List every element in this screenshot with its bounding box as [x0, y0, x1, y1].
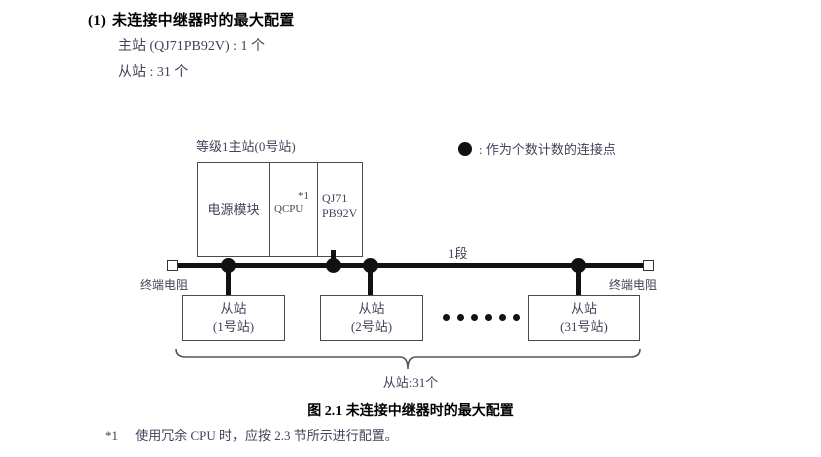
slave-group-brace-label: 从站:31个 [382, 375, 439, 390]
brace-icon [175, 348, 641, 370]
slave-count-line: 从站 : 31 个 [118, 65, 189, 80]
slave-station-box-1: 从站 (1号站) [182, 295, 285, 341]
master-module-rack: 电源模块 QCPU *1 QJ71 PB92V [197, 162, 363, 257]
qcpu-module-label: QCPU [274, 203, 304, 215]
slave-station-box-2: 从站 (2号站) [320, 295, 423, 341]
slave-station-number: (1号站) [212, 319, 255, 334]
drop-line-slave-1 [226, 265, 231, 296]
power-supply-module-label: 电源模块 [207, 202, 260, 217]
slave-station-number: (2号站) [350, 319, 393, 334]
drop-line-master [331, 250, 336, 266]
ellipsis-dot [457, 314, 464, 321]
filled-circle-icon [458, 141, 472, 156]
qj71pb92v-label-line1: QJ71 [322, 191, 348, 205]
terminator-left-icon [167, 260, 178, 271]
ellipsis-dots [443, 314, 520, 321]
footnote-text: 使用冗余 CPU 时，应按 2.3 节所示进行配置。 [135, 428, 398, 443]
section-title: 未连接中继器时的最大配置 [112, 13, 295, 29]
qj71pb92v-label-line2: PB92V [322, 206, 358, 220]
master-station-label: 等级1主站(0号站) [196, 139, 296, 154]
slave-station-name: 从站 [220, 301, 247, 316]
qcpu-footnote-mark: *1 [298, 190, 309, 202]
section-heading: (1) 未连接中继器时的最大配置 [88, 9, 294, 30]
qcpu-module-cell: QCPU *1 [270, 163, 318, 256]
slave-station-name: 从站 [570, 301, 597, 316]
ellipsis-dot [471, 314, 478, 321]
legend: : 作为个数计数的连接点 [458, 139, 616, 158]
section-number: (1) [88, 13, 107, 29]
footnote: *1 使用冗余 CPU 时，应按 2.3 节所示进行配置。 [105, 425, 398, 444]
power-supply-module-cell: 电源模块 [198, 163, 270, 256]
drop-line-slave-3 [576, 265, 581, 296]
bus-trunk-line [175, 263, 647, 268]
slave-station-number: (31号站) [560, 319, 608, 334]
qj71pb92v-module-cell: QJ71 PB92V [318, 163, 364, 256]
figure-caption: 图 2.1 未连接中继器时的最大配置 [307, 404, 514, 419]
slave-station-name: 从站 [358, 301, 385, 316]
master-count-line: 主站 (QJ71PB92V) : 1 个 [118, 39, 266, 54]
legend-label: : 作为个数计数的连接点 [479, 142, 616, 157]
ellipsis-dot [513, 314, 520, 321]
slave-group-brace [175, 348, 641, 375]
terminator-right-icon [643, 260, 654, 271]
slave-station-box-3: 从站 (31号站) [528, 295, 640, 341]
ellipsis-dot [443, 314, 450, 321]
ellipsis-dot [499, 314, 506, 321]
terminator-left-label: 终端电阻 [140, 278, 189, 292]
footnote-mark: *1 [105, 428, 118, 443]
terminator-right-label: 终端电阻 [609, 278, 658, 292]
ellipsis-dot [485, 314, 492, 321]
segment-label: 1段 [448, 246, 468, 261]
qj71pb92v-module-label: QJ71 PB92V [322, 191, 357, 221]
drop-line-slave-2 [368, 265, 373, 296]
